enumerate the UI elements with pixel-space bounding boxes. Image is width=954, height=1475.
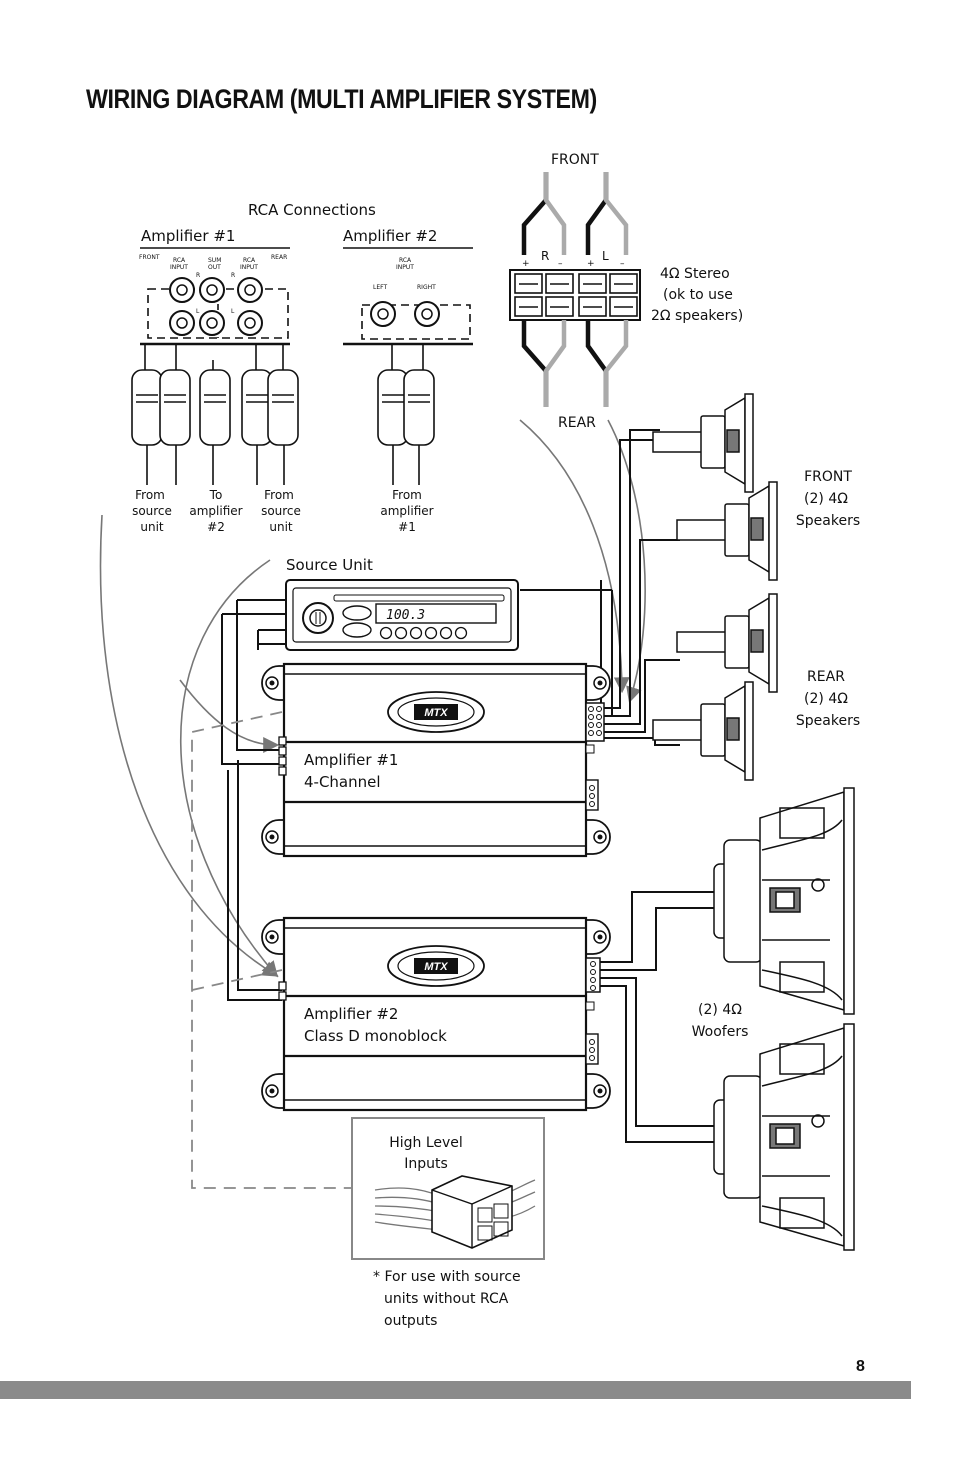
svg-text:OUT: OUT <box>208 264 221 271</box>
svg-text:–: – <box>558 259 563 269</box>
svg-text:RCA: RCA <box>399 257 412 264</box>
woofer-2 <box>713 1023 855 1251</box>
high-level-dashed-lines <box>191 711 352 1189</box>
source-unit: Source Unit 100.3 <box>285 556 519 651</box>
svg-text:To: To <box>209 488 223 502</box>
svg-text:source: source <box>132 504 172 518</box>
svg-text:REAR: REAR <box>558 415 596 431</box>
svg-text:+: + <box>522 259 530 269</box>
amp1-rca-jacks <box>169 277 263 336</box>
page-title: WIRING DIAGRAM (MULTI AMPLIFIER SYSTEM) <box>86 84 597 114</box>
rca-amp1-label: Amplifier #1 <box>141 227 235 245</box>
svg-text:L: L <box>196 308 200 315</box>
svg-text:REAR: REAR <box>271 254 287 261</box>
svg-text:R: R <box>541 249 549 263</box>
page-number: 8 <box>856 1358 865 1375</box>
svg-text:amplifier: amplifier <box>380 504 433 518</box>
svg-text:Speakers: Speakers <box>796 713 860 729</box>
rear-speakers <box>652 593 778 781</box>
svg-text:unit: unit <box>140 520 164 534</box>
svg-text:Speakers: Speakers <box>796 513 860 529</box>
svg-text:REAR: REAR <box>807 669 845 685</box>
amplifier-1: MTX Amplifier #1 4-Channel <box>261 662 611 858</box>
svg-text:R: R <box>196 272 200 279</box>
svg-text:source: source <box>261 504 301 518</box>
amp1-name: Amplifier #1 <box>304 751 398 769</box>
svg-text:MTX: MTX <box>424 707 448 719</box>
svg-text:From: From <box>392 488 422 502</box>
amp2-type: Class D monoblock <box>304 1027 447 1045</box>
svg-text:* For use with source: * For use with source <box>373 1269 521 1285</box>
svg-text:(2) 4Ω: (2) 4Ω <box>804 491 848 507</box>
svg-text:(2) 4Ω: (2) 4Ω <box>698 1002 742 1018</box>
svg-text:RCA: RCA <box>243 257 256 264</box>
svg-text:RIGHT: RIGHT <box>417 284 436 291</box>
rca-connections: RCA Connections Amplifier #1 Amplifier #… <box>131 201 473 534</box>
high-level-inputs: High Level Inputs * For use with source … <box>351 1117 545 1329</box>
svg-text:FRONT: FRONT <box>551 152 599 168</box>
svg-text:Source Unit: Source Unit <box>286 556 373 574</box>
amp1-rca-plugs <box>131 345 299 485</box>
svg-text:INPUT: INPUT <box>396 264 414 271</box>
svg-text:LEFT: LEFT <box>373 284 387 291</box>
svg-text:Woofers: Woofers <box>692 1024 749 1040</box>
svg-text:RCA: RCA <box>173 257 186 264</box>
woofer-wires <box>600 891 770 1143</box>
amplifier-2: MTX Amplifier #2 Class D monoblock <box>261 916 611 1112</box>
svg-text:From: From <box>264 488 294 502</box>
amp2-rca-plugs <box>377 345 435 485</box>
speaker-labels: FRONT (2) 4Ω Speakers REAR (2) 4Ω Speake… <box>796 469 860 729</box>
svg-text:+: + <box>587 259 595 269</box>
svg-text:INPUT: INPUT <box>240 264 258 271</box>
svg-text:#1: #1 <box>398 520 416 534</box>
svg-text:(ok to use: (ok to use <box>663 287 733 303</box>
svg-text:2Ω speakers): 2Ω speakers) <box>651 308 743 324</box>
svg-text:SUM: SUM <box>208 257 221 264</box>
svg-text:From: From <box>135 488 165 502</box>
speaker-wires <box>604 429 680 746</box>
signal-wires <box>221 580 613 1001</box>
svg-text:L: L <box>231 308 235 315</box>
svg-text:L: L <box>602 249 609 263</box>
rca-heading: RCA Connections <box>248 201 376 219</box>
svg-text:MTX: MTX <box>424 961 448 973</box>
source-display: 100.3 <box>386 608 425 623</box>
footer-bar <box>0 1381 911 1399</box>
speaker-terminal-block: FRONT + R – + L – REAR 4Ω Stereo (ok to … <box>509 152 743 431</box>
svg-text:FRONT: FRONT <box>139 254 160 261</box>
rca-amp2-label: Amplifier #2 <box>343 227 437 245</box>
svg-text:outputs: outputs <box>384 1313 437 1329</box>
svg-text:INPUT: INPUT <box>170 264 188 271</box>
svg-text:High Level: High Level <box>389 1135 463 1151</box>
svg-text:Inputs: Inputs <box>404 1156 448 1172</box>
amp2-name: Amplifier #2 <box>304 1005 398 1023</box>
svg-text:(2) 4Ω: (2) 4Ω <box>804 691 848 707</box>
svg-text:amplifier: amplifier <box>189 504 242 518</box>
svg-text:R: R <box>231 272 235 279</box>
svg-text:FRONT: FRONT <box>804 469 852 485</box>
svg-text:unit: unit <box>269 520 293 534</box>
svg-text:units without RCA: units without RCA <box>384 1291 509 1307</box>
amp1-type: 4-Channel <box>304 773 381 791</box>
svg-text:–: – <box>620 259 625 269</box>
svg-text:#2: #2 <box>207 520 225 534</box>
woofer-1 <box>713 787 855 1015</box>
front-speakers <box>652 393 778 581</box>
woofer-labels: (2) 4Ω Woofers <box>692 1002 749 1040</box>
svg-text:4Ω Stereo: 4Ω Stereo <box>660 266 730 282</box>
